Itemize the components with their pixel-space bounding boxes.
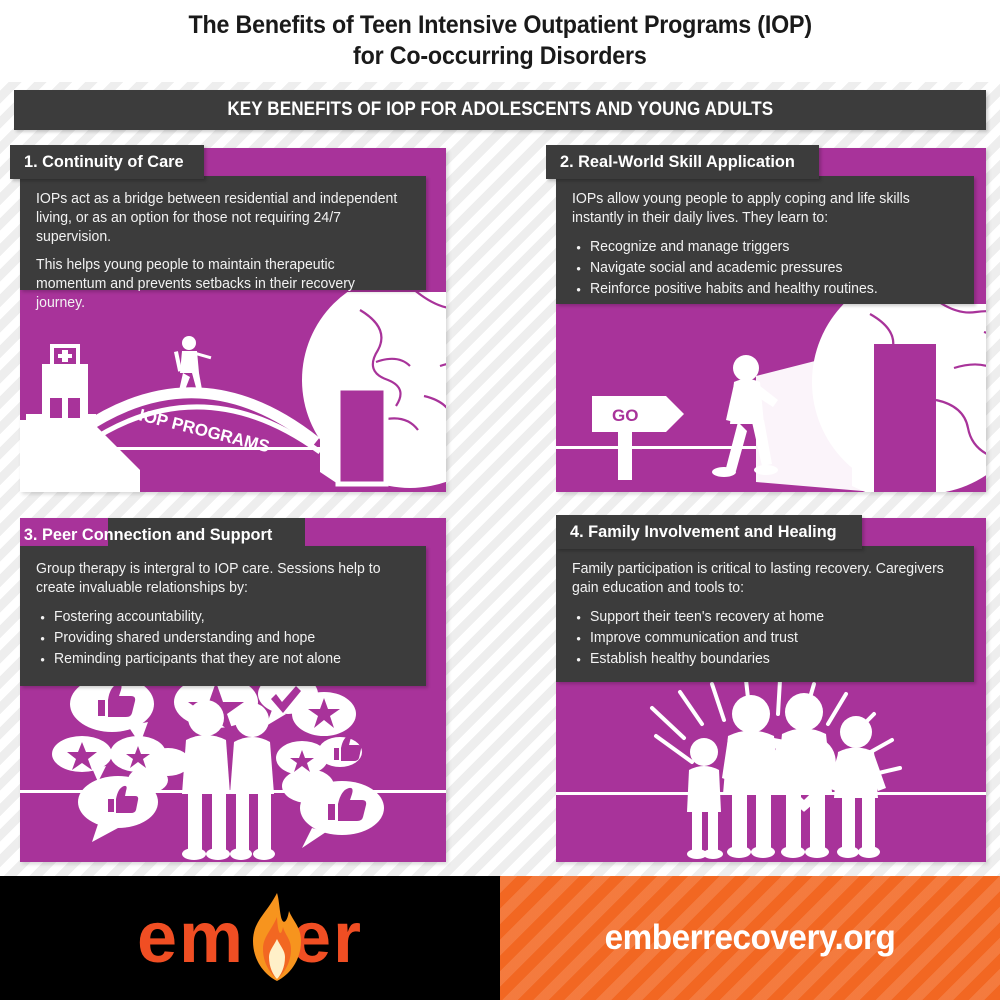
benefit-card-4-tab: 4. Family Involvement and Healing: [556, 515, 862, 549]
list-item: Recognize and manage triggers: [576, 237, 947, 258]
ember-logo-text: em b er: [85, 893, 415, 983]
list-item: Navigate social and academic pressures: [576, 258, 947, 279]
illustration-continuity-of-care: IOP PROGRAMS: [20, 292, 446, 492]
benefit-card-1-paragraph-2: This helps young people to maintain ther…: [36, 257, 355, 311]
illustration-family-involvement: [556, 674, 986, 862]
benefit-card-4-bullets: Support their teen's recovery at home Im…: [572, 607, 958, 670]
page-title-line1: The Benefits of Teen Intensive Outpatien…: [188, 11, 812, 39]
benefit-card-1-paragraph-1: IOPs act as a bridge between residential…: [36, 191, 398, 245]
illustration-peer-connection: [20, 662, 446, 862]
list-item: Support their teen's recovery at home: [576, 607, 947, 628]
footer: em b er emberrecovery.org: [0, 876, 1000, 1000]
benefit-card-3-paragraph-1: Group therapy is intergral to IOP care. …: [36, 561, 381, 596]
title-band: The Benefits of Teen Intensive Outpatien…: [0, 0, 1000, 82]
tab-3-dark-fill: [108, 518, 305, 552]
benefit-card-1-title: 1. Continuity of Care: [24, 152, 184, 171]
benefit-card-2-bullets: Recognize and manage triggers Navigate s…: [572, 237, 958, 300]
benefit-card-4-body: Family participation is critical to last…: [556, 546, 974, 682]
list-item: Improve communication and trust: [576, 628, 947, 649]
section-header-label: KEY BENEFITS OF IOP FOR ADOLESCENTS AND …: [227, 99, 773, 120]
illustration-real-world-skill: GO: [556, 304, 986, 492]
benefit-card-3-body: Group therapy is intergral to IOP care. …: [20, 546, 426, 686]
ember-logo-suffix: er: [290, 898, 364, 978]
benefit-card-4-paragraph-1: Family participation is critical to last…: [572, 561, 944, 596]
benefit-card-4-title: 4. Family Involvement and Healing: [570, 522, 837, 541]
benefit-card-3-tab: 3. Peer Connection and Support: [20, 518, 305, 552]
flame-icon: [253, 893, 301, 981]
benefit-card-1-tab: 1. Continuity of Care: [10, 145, 205, 179]
website-url[interactable]: emberrecovery.org: [604, 918, 896, 957]
benefit-card-3-bullets: Fostering accountability, Providing shar…: [36, 607, 410, 670]
benefit-card-2-body: IOPs allow young people to apply coping …: [556, 176, 974, 304]
ember-logo-prefix: em: [136, 898, 245, 978]
page-title-line2: for Co-occurring Disorders: [353, 42, 647, 70]
benefit-card-3-title: 3. Peer Connection and Support: [23, 525, 273, 544]
benefit-card-2-paragraph-1: IOPs allow young people to apply coping …: [572, 191, 910, 226]
list-item: Reminding participants that they are not…: [40, 649, 399, 670]
footer-logo-panel: em b er: [0, 876, 500, 1000]
go-sign-label: GO: [612, 406, 638, 425]
list-item: Fostering accountability,: [40, 607, 399, 628]
footer-website-panel[interactable]: emberrecovery.org: [500, 876, 1000, 1000]
section-header-bar: KEY BENEFITS OF IOP FOR ADOLESCENTS AND …: [14, 90, 986, 130]
benefit-card-2-title: 2. Real-World Skill Application: [560, 152, 795, 171]
list-item: Providing shared understanding and hope: [40, 628, 399, 649]
benefit-card-2-tab: 2. Real-World Skill Application: [546, 145, 819, 179]
list-item: Establish healthy boundaries: [576, 649, 947, 670]
benefit-card-1-body: IOPs act as a bridge between residential…: [20, 176, 426, 311]
benefit-card-3: [20, 518, 446, 862]
list-item: Reinforce positive habits and healthy ro…: [576, 279, 947, 300]
ember-logo: em b er: [85, 893, 415, 983]
